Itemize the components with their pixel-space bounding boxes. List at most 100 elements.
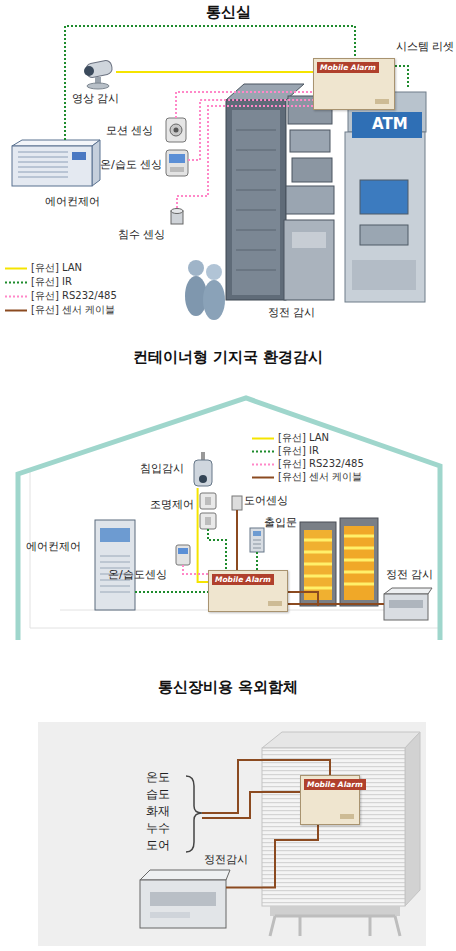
ups-icon [140, 870, 230, 928]
device-label: 정전 감시 [386, 568, 434, 581]
outdoor-cabinet-icon [262, 732, 420, 936]
server-rack-icon [290, 130, 330, 152]
legend-line-sample [5, 310, 27, 312]
atm-device: ATM [340, 88, 428, 303]
device-node: 에어컨제어 [95, 520, 135, 610]
device-label: 조명제어 [150, 498, 194, 511]
server-rack-icon [284, 220, 334, 300]
server-rack-icon [232, 110, 280, 295]
legend-line-sample [5, 296, 27, 298]
wire-connector [208, 529, 226, 570]
legend-text: [유선] IR [31, 276, 72, 288]
outdoor-cabinet-icon [405, 732, 420, 906]
door-keypad-icon [250, 528, 264, 552]
panel-heading: 컨테이너형 기지국 환경감시 [0, 348, 456, 366]
unit-tag: Mobile Alarm [317, 62, 379, 73]
panel-heading: 통신실 [0, 3, 456, 21]
legend-line-sample [252, 464, 274, 466]
wire-connector [65, 26, 355, 140]
legend-text: [유선] IR [278, 445, 319, 457]
wire-connector [188, 100, 313, 160]
outdoor-background [38, 722, 426, 946]
legend-text: [유선] LAN [31, 262, 82, 274]
atm-icon [345, 132, 425, 302]
device-label: 모션 센싱 [106, 124, 154, 137]
ups-icon [140, 880, 226, 928]
legend-line-sample [252, 438, 274, 440]
device-node: 침입감시 [194, 458, 212, 488]
wire-connector [135, 591, 208, 593]
device-node: 정전감시 [140, 870, 226, 928]
door-keypad-icon [253, 540, 261, 548]
device-label: 온/습도 센싱 [100, 158, 162, 171]
ups-icon [384, 588, 432, 620]
device-node: 도어센싱 [232, 496, 242, 510]
device-node: 에어컨제어 [12, 140, 100, 188]
equipment-rack-icon [340, 518, 378, 606]
alarm-unit: Mobile Alarm [300, 775, 360, 825]
air-conditioner-icon [100, 528, 130, 542]
device-node: 온/습도 센싱 [166, 150, 188, 176]
door-sensor-icon [232, 496, 242, 510]
server-rack-icon [226, 100, 286, 300]
atm-icon [352, 260, 416, 290]
wire-connector [236, 510, 238, 570]
panel-region: 통신실영상 감시Mobile Alarm모션 센싱온/습도 센싱에어컨제어침수 … [0, 0, 456, 340]
device-label: 영상 감시 [72, 92, 120, 105]
container-outline [18, 398, 440, 640]
device-node: 출입문 [250, 528, 264, 552]
air-conditioner-icon [12, 146, 92, 186]
legend-text: [유선] RS232/485 [278, 458, 364, 470]
device-label: 침수 센싱 [118, 228, 166, 241]
intrusion-camera-icon [194, 452, 212, 486]
air-conditioner-icon [72, 152, 86, 160]
light-switch-icon [200, 493, 216, 529]
server-rack-icon [286, 186, 334, 214]
sensor-label: 습도 [146, 788, 170, 802]
device-node: 정전 감시 [226, 82, 334, 304]
equipment-rack-icon [344, 536, 374, 584]
outdoor-cabinet-icon [262, 732, 420, 748]
ups-icon [150, 912, 190, 918]
ups-icon [384, 588, 432, 594]
outdoor-background [38, 722, 426, 946]
legend-line-sample [252, 477, 274, 479]
motion-sensor-icon [170, 124, 182, 136]
sensor-label: 도어 [146, 839, 170, 853]
wire-connector [395, 66, 408, 88]
sensor-label: 온도 [146, 771, 170, 785]
light-switch-icon [205, 517, 211, 525]
sensor-bracket [186, 776, 202, 852]
alarm-unit: Mobile Alarm [208, 570, 288, 612]
humidity-sensor-icon [170, 167, 184, 172]
humidity-sensor-icon [176, 545, 190, 565]
door-keypad-icon [250, 528, 264, 552]
device-label: 에어컨제어 [45, 195, 100, 208]
light-switch-icon [200, 493, 216, 509]
device-node: 침수 센싱 [171, 208, 183, 226]
people-icon [206, 264, 222, 280]
camera-icon [85, 59, 113, 78]
door-keypad-icon [253, 531, 261, 536]
atm-icon [345, 92, 426, 302]
device-label: 침입감시 [140, 462, 184, 475]
device-node: 온/습도센싱 [176, 545, 190, 565]
panel-region: 통신장비용 옥외함체Mobile Alarm정전감시 [0, 675, 456, 951]
panel-region: 컨테이너형 기지국 환경감시침입감시조명제어도어센싱출입문에어컨제어온/습도센싱… [0, 345, 456, 675]
humidity-sensor-icon [166, 150, 188, 176]
humidity-sensor-icon [166, 150, 188, 176]
container-outline [30, 470, 440, 628]
server-rack-icon [292, 158, 332, 182]
device-label: 온/습도센싱 [108, 568, 167, 581]
equipment-rack-icon [304, 530, 332, 600]
legend-text: [유선] RS232/485 [31, 290, 117, 302]
light-switch-icon [205, 497, 211, 505]
air-conditioner-icon [92, 140, 100, 186]
device-label: 정전 감시 [268, 306, 316, 319]
atm-icon [360, 180, 408, 214]
intrusion-camera-icon [201, 452, 205, 460]
camera-icon [84, 66, 94, 76]
wire-connector [177, 106, 313, 208]
device-node: 조명제어 [200, 493, 216, 529]
humidity-sensor-icon [178, 548, 188, 554]
